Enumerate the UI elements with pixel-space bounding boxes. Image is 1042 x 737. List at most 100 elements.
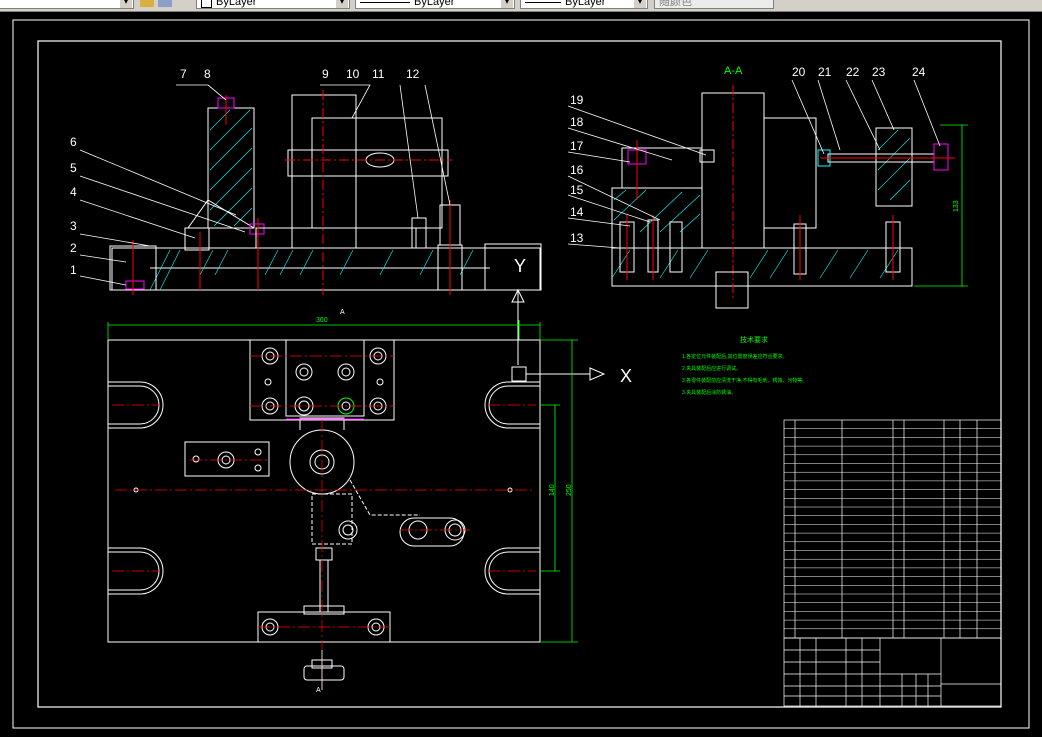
section-base-hatch <box>611 249 899 279</box>
part-number: 6 <box>70 135 77 149</box>
sheet-border <box>12 19 1030 729</box>
section-numbers: 13 14 15 16 17 18 19 20 21 22 23 24 <box>570 65 926 245</box>
part-number: 5 <box>70 161 77 175</box>
tech-note: 2.夹具装配后应进行调试。 <box>682 365 741 372</box>
lever-hidden <box>349 479 420 516</box>
section-knob <box>933 143 949 171</box>
view-y-label: Y <box>514 256 526 276</box>
tech-note: 3.夹具装配后涂防锈油。 <box>682 389 736 396</box>
hole <box>338 520 358 540</box>
plotstyle-control[interactable]: 随颜色 <box>654 0 774 9</box>
plan-base <box>107 339 541 643</box>
part-number: 11 <box>372 67 385 81</box>
section-mark: A <box>340 309 345 316</box>
part-number: 12 <box>406 67 420 81</box>
plan-view[interactable] <box>107 339 541 681</box>
cylinder-body <box>311 117 443 229</box>
part-number: 9 <box>322 67 329 81</box>
part-number: 14 <box>570 205 584 219</box>
part-number: 3 <box>70 219 77 233</box>
u-slot-outer <box>484 547 540 595</box>
part-number: 19 <box>570 93 584 107</box>
tech-note: 3.各零件装配前应清洗干净,不得有毛刺、锈蚀、污物等。 <box>682 377 808 384</box>
drawing-canvas[interactable]: 1 2 3 4 5 6 7 8 9 10 11 12 Y X A-A <box>0 11 1042 737</box>
section-view[interactable] <box>611 85 955 309</box>
tech-notes-title: 技术要求 <box>740 335 768 344</box>
properties-toolbar: ▾ ByLayer ▾ ByLayer ▾ ByLayer ▾ 随颜色 <box>0 0 1042 12</box>
chevron-down-icon: ▾ <box>634 0 646 8</box>
support-base <box>184 227 210 251</box>
chevron-down-icon: ▾ <box>336 0 348 8</box>
chevron-down-icon: ▾ <box>120 0 132 8</box>
vertical-block-hatch <box>209 109 253 227</box>
section-mark: A <box>316 687 321 694</box>
plan-dimensions <box>107 322 578 690</box>
section-left-hatch <box>613 189 701 233</box>
drawing-frame <box>37 40 1002 708</box>
parts-rows <box>784 428 1001 630</box>
locating-pin <box>411 217 427 249</box>
part-number: 15 <box>570 183 584 197</box>
plotstyle-control-value: 随颜色 <box>659 0 692 8</box>
bolt-head <box>125 280 145 290</box>
view-direction-arrows <box>511 288 606 382</box>
color-swatch-icon <box>201 0 212 8</box>
base-plate <box>111 247 541 291</box>
base-hatch <box>149 249 474 291</box>
vertical-block <box>207 107 255 229</box>
linetype-sample-icon <box>360 1 410 3</box>
section-cylinder <box>763 117 817 229</box>
section-left-block <box>611 187 703 249</box>
part-number: 4 <box>70 185 77 199</box>
linetype-control[interactable]: ByLayer ▾ <box>355 0 515 9</box>
clamp-plate <box>255 227 417 249</box>
layer-icons[interactable] <box>140 0 180 8</box>
part-number: 10 <box>346 67 360 81</box>
parts-list <box>783 419 1002 639</box>
section-pin <box>699 149 715 163</box>
side-plate <box>184 441 270 477</box>
layer-previous-icon[interactable] <box>140 0 154 7</box>
lineweight-sample-icon <box>525 1 561 3</box>
lineweight-control-value: ByLayer <box>565 0 606 8</box>
front-view[interactable] <box>109 90 542 295</box>
part-number: 18 <box>570 115 584 129</box>
part-number: 13 <box>570 231 584 245</box>
u-slot-outer <box>108 547 164 595</box>
part-number: 7 <box>180 67 187 81</box>
lever-arm <box>399 517 465 547</box>
view-x-label: X <box>620 366 632 386</box>
dimension-height <box>914 124 968 287</box>
section-nut-hatch <box>877 129 911 201</box>
color-control-value: ByLayer <box>216 0 257 8</box>
tech-note: 1.各定位元件装配后,其位置度误差应符合要求。 <box>682 353 788 360</box>
top-plate-inner <box>285 339 365 417</box>
lineweight-control[interactable]: ByLayer ▾ <box>520 0 648 9</box>
part-number: 21 <box>818 65 832 79</box>
section-bolt <box>669 221 683 273</box>
screw-rod <box>319 559 329 613</box>
u-slot-outer <box>484 381 540 429</box>
tech-notes: 1.各定位元件装配后,其位置度误差应符合要求。 2.夹具装配后应进行调试。 3.… <box>682 353 808 396</box>
cam-bracket <box>299 417 345 430</box>
part-number: 20 <box>792 65 806 79</box>
part-number: 1 <box>70 263 77 277</box>
section-leaders <box>567 79 941 249</box>
rod-nut <box>315 547 333 561</box>
plan-centerlines <box>112 355 536 690</box>
part-number: 17 <box>570 139 584 153</box>
front-view-leaders <box>79 84 451 286</box>
part-number: 16 <box>570 163 584 177</box>
dimension-width: 360 <box>316 317 328 324</box>
dimension-h2: 250 <box>566 484 573 496</box>
right-block <box>484 243 542 291</box>
support-rib <box>187 199 255 229</box>
part-number: 24 <box>912 65 926 79</box>
dimension-text: 133 <box>953 200 960 212</box>
color-control[interactable]: ByLayer ▾ <box>196 0 350 9</box>
chevron-down-icon: ▾ <box>501 0 513 8</box>
layer-state-icon[interactable] <box>158 0 172 7</box>
layer-control-tail[interactable]: ▾ <box>0 0 134 9</box>
linetype-control-value: ByLayer <box>414 0 455 8</box>
part-number: 8 <box>204 67 211 81</box>
